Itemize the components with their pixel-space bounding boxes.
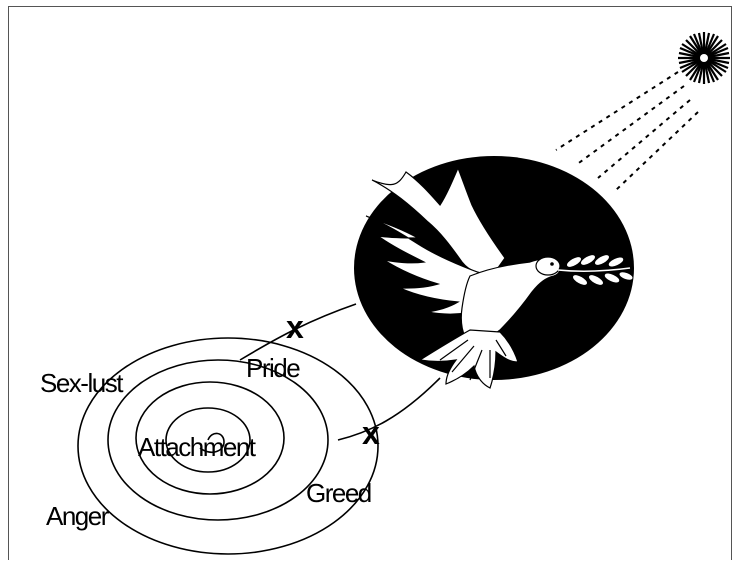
blocked-mark-1: x xyxy=(286,309,304,345)
label-anger: Anger xyxy=(46,501,110,531)
label-attachment: Attachment xyxy=(138,432,257,462)
blocked-mark-2: x xyxy=(362,415,380,451)
dove-eye xyxy=(550,262,554,266)
label-pride: Pride xyxy=(246,353,300,383)
light-rays xyxy=(556,72,698,190)
label-greed: Greed xyxy=(306,478,371,508)
label-sex-lust: Sex-lust xyxy=(40,368,124,398)
sun-icon xyxy=(678,32,730,84)
